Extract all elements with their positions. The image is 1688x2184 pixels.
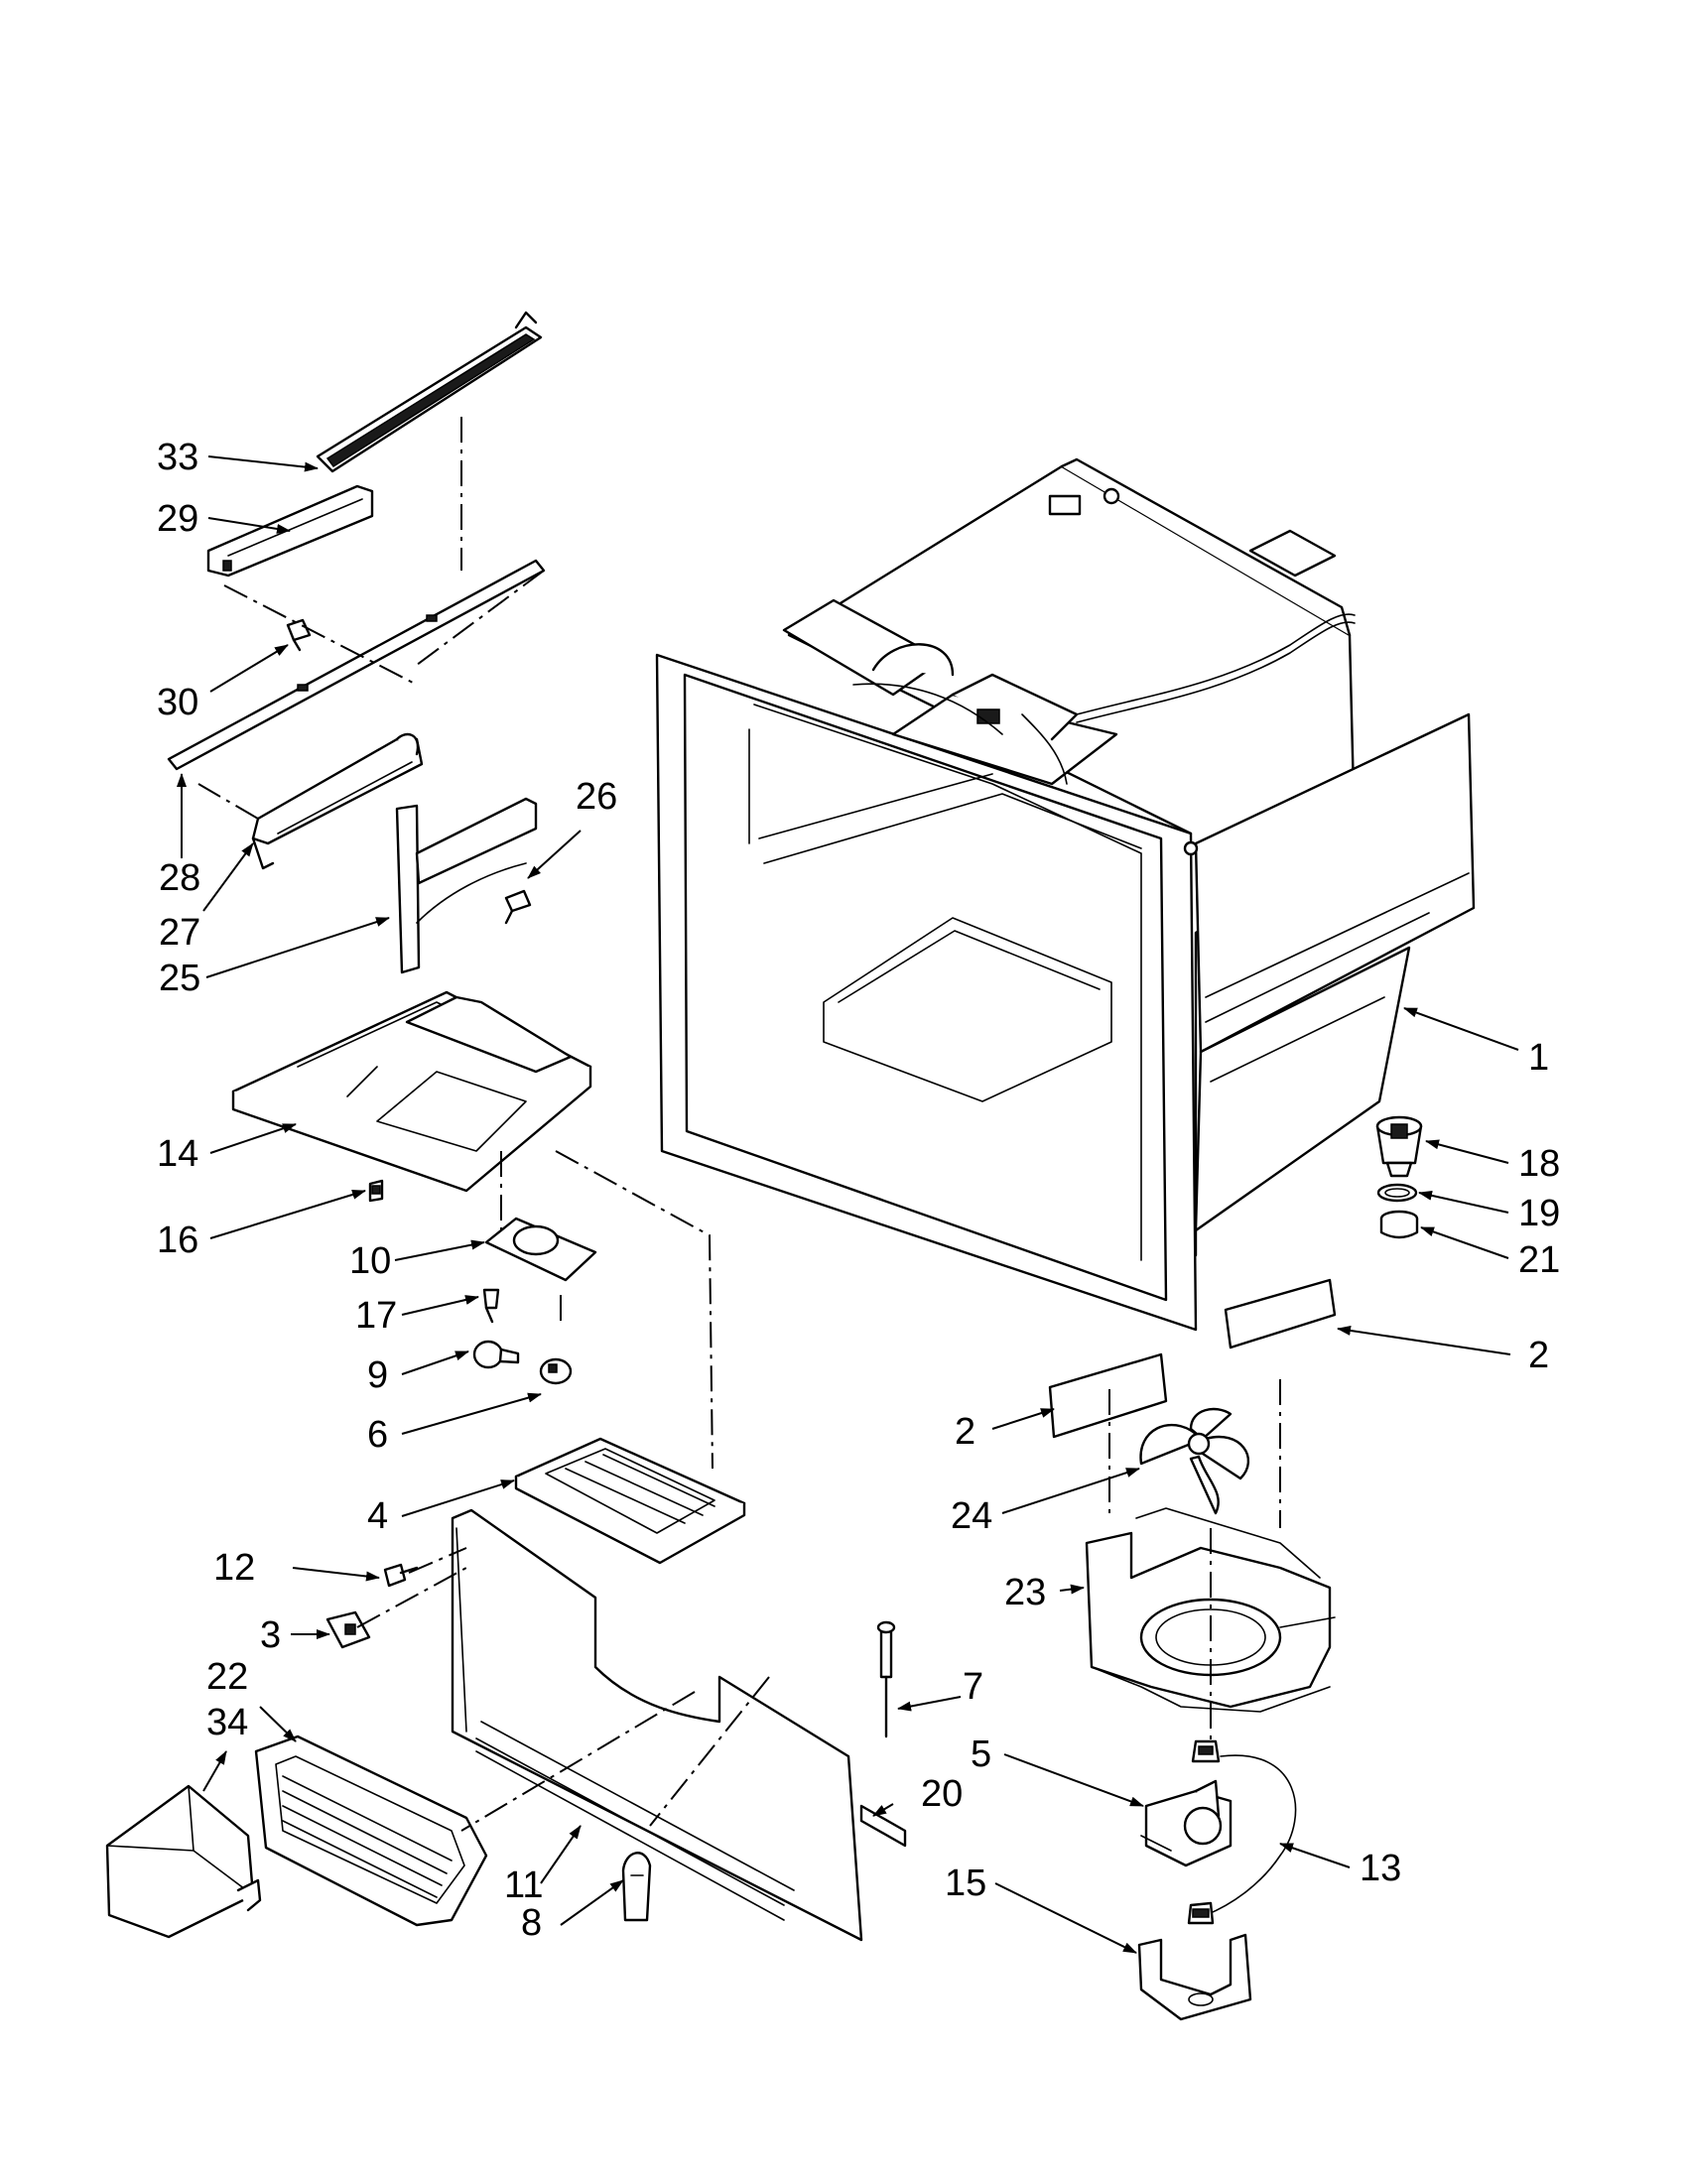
callout-30: 30 [157, 682, 198, 723]
part-light-screw [482, 1288, 500, 1324]
part-light-bulb [472, 1340, 520, 1369]
callout-23: 23 [1004, 1572, 1046, 1613]
part-drain-oring [1376, 1183, 1418, 1203]
part-insulation-pad-left [1048, 1352, 1168, 1439]
part-back-bracket [395, 797, 538, 974]
callout-33: 33 [157, 437, 198, 478]
part-drain-clip [621, 1852, 652, 1922]
callout-11: 11 [504, 1864, 543, 1906]
part-shelf-bracket [251, 732, 424, 870]
part-light-housing [484, 1217, 597, 1282]
part-motor-grommet-bottom [1187, 1901, 1215, 1925]
callout-labels: 1 2 2 3 4 5 6 7 8 9 10 11 12 13 14 15 16… [157, 437, 1560, 1944]
part-thermistor [876, 1620, 896, 1738]
callout-26: 26 [576, 776, 617, 818]
callout-2-left: 2 [955, 1411, 975, 1453]
callout-1: 1 [1528, 1037, 1549, 1079]
callout-20: 20 [921, 1773, 963, 1815]
part-shelf-rail [167, 559, 546, 771]
callout-12: 12 [213, 1547, 255, 1589]
callout-21: 21 [1518, 1239, 1560, 1281]
callout-29: 29 [157, 498, 198, 540]
callout-10: 10 [349, 1240, 391, 1282]
part-control-housing [231, 990, 592, 1193]
part-switch [368, 1179, 384, 1203]
callout-24: 24 [951, 1495, 992, 1537]
callout-25: 25 [159, 958, 200, 999]
callout-28: 28 [159, 857, 200, 899]
alignment-lines [197, 417, 1281, 1832]
callout-3: 3 [260, 1614, 281, 1656]
part-rear-panel [451, 1508, 863, 1942]
part-light-socket [539, 1357, 573, 1385]
callout-7: 7 [963, 1666, 983, 1708]
callout-22: 22 [206, 1656, 248, 1698]
callout-2-right: 2 [1528, 1335, 1549, 1376]
callout-18: 18 [1518, 1143, 1560, 1185]
part-panel-screw [383, 1563, 419, 1588]
part-panel-clip [325, 1610, 371, 1649]
part-rail-screw [286, 618, 312, 652]
part-insulation-pad-right [1224, 1278, 1337, 1349]
callout-8: 8 [521, 1902, 542, 1944]
callout-4: 4 [367, 1495, 388, 1537]
callout-34: 34 [206, 1702, 248, 1743]
part-motor-grommet-top [1191, 1739, 1221, 1763]
callout-13: 13 [1360, 1848, 1401, 1889]
part-fan-blade [1139, 1407, 1250, 1515]
part-fan-motor [1140, 1779, 1233, 1867]
callout-leaders [177, 455, 1519, 1954]
callout-9: 9 [367, 1354, 388, 1396]
callout-6: 6 [367, 1414, 388, 1456]
callout-16: 16 [157, 1220, 198, 1261]
part-foam-strip [859, 1804, 907, 1848]
part-light-shield [514, 1437, 746, 1565]
part-motor-bracket [1137, 1933, 1252, 2021]
part-vent-grille [254, 1734, 488, 1927]
callout-17: 17 [355, 1295, 397, 1337]
part-bracket-screw [504, 889, 532, 925]
part-rail-cover [316, 311, 543, 473]
part-vent-cover [105, 1784, 262, 1939]
part-rail-bracket [206, 484, 374, 578]
part-freezer-liner [655, 457, 1476, 1332]
part-motor-wire-harness [1205, 1754, 1297, 1916]
part-drain-cap [1379, 1210, 1419, 1239]
callout-15: 15 [945, 1863, 986, 1904]
callout-27: 27 [159, 912, 200, 954]
part-drain-fitting [1375, 1115, 1423, 1178]
callout-19: 19 [1518, 1193, 1560, 1234]
callout-5: 5 [971, 1734, 991, 1775]
callout-14: 14 [157, 1133, 198, 1175]
